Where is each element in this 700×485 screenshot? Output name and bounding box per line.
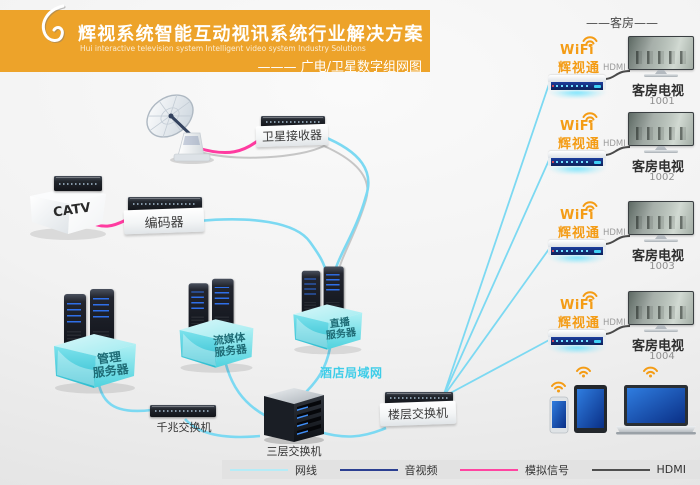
set-top-box <box>548 330 606 353</box>
cable-live-to-layer3 <box>305 347 332 393</box>
room-tv <box>628 291 694 332</box>
legend-bar: 网线 音视频 模拟信号 HDMI <box>222 460 700 479</box>
wifi-label: WiFi <box>560 298 595 313</box>
encoder-label: 编码器 <box>123 207 205 235</box>
legend-item-hdmi: HDMI <box>591 463 686 476</box>
cable-encoder-to-live <box>197 218 330 279</box>
wifi-label: WiFi <box>560 208 595 223</box>
legend-line-network <box>230 468 288 471</box>
legend-label: 网线 <box>295 463 317 477</box>
rooms-header: ——客房—— <box>586 16 659 30</box>
tagline: ——— 广电/卫星数字组网图 <box>257 60 422 75</box>
cable-gray-dish-to-live <box>199 144 369 277</box>
legend-label: HDMI <box>656 463 686 476</box>
set-top-box <box>548 151 606 174</box>
room-tv-label: 客房电视 <box>632 160 685 175</box>
legend-item-analog: 模拟信号 <box>460 462 569 478</box>
floor-switch-label: 楼层交换机 <box>379 400 457 427</box>
legend-line-analog <box>460 468 518 471</box>
page-title: 辉视系统智能互动视讯系统行业解决方案 <box>78 24 424 45</box>
legend-label: 模拟信号 <box>525 463 569 477</box>
legend-label: 音视频 <box>404 463 438 477</box>
room-tv <box>628 36 694 77</box>
wifi-icon <box>582 201 598 212</box>
hdmi-room3 <box>605 235 631 245</box>
cable-mgmt-to-gigabit <box>96 379 153 413</box>
satellite-dish <box>146 94 214 164</box>
wifi-icon <box>582 112 598 123</box>
stream-server: 流媒体 服务器 <box>176 276 257 373</box>
room-tv <box>628 201 694 242</box>
encoder-node: 编码器 <box>123 194 206 238</box>
room-unit-1004: WiFi 辉视通 HDMI 客房电视 1004 <box>548 289 696 367</box>
cable-floor-to-room1 <box>442 83 550 398</box>
hdmi-label: HDMI <box>603 63 626 73</box>
cable-layer3-to-floor <box>319 426 387 438</box>
room-tv-label: 客房电视 <box>632 84 685 99</box>
set-top-box <box>548 240 606 263</box>
gigabit-switch-label: 千兆交换机 <box>156 421 212 434</box>
room-tv-label: 客房电视 <box>632 249 685 264</box>
floor-switch: 楼层交换机 <box>379 388 458 432</box>
layer3-switch-label: 三层交换机 <box>266 445 322 458</box>
live-server: 直播 服务器 <box>290 264 366 355</box>
cable-gigabit-to-layer3 <box>184 418 261 439</box>
legend-item-network: 网线 <box>230 462 317 478</box>
wifi-icon <box>582 36 598 47</box>
hdmi-label: HDMI <box>603 139 626 149</box>
hdmi-room1 <box>605 70 631 80</box>
cable-receiver-to-live <box>321 134 370 275</box>
room-unit-1002: WiFi 辉视通 HDMI 客房电视 1002 <box>548 110 696 188</box>
room-number: 1001 <box>649 96 675 107</box>
room-number: 1004 <box>649 351 675 362</box>
cable-dish-to-receiver <box>197 137 261 155</box>
stb-name: 辉视通 <box>558 226 601 241</box>
layer3-switch: 三层交换机 <box>258 386 330 458</box>
room-tv-label: 客房电视 <box>632 339 685 354</box>
hotel-lan-label: 酒店局域网 <box>320 366 383 380</box>
paperclip-icon <box>41 4 66 43</box>
gigabit-switch: 千兆交换机 <box>148 399 220 435</box>
cable-floor-to-room2 <box>442 159 550 398</box>
stb-name: 辉视通 <box>558 61 601 76</box>
mobile-devices <box>549 366 696 435</box>
satellite-receiver: 卫星接收器 <box>255 112 330 148</box>
cable-floor-to-room4 <box>442 338 552 398</box>
stb-name: 辉视通 <box>558 316 601 331</box>
stb-name: 辉视通 <box>558 137 601 152</box>
legend-line-hdmi <box>591 468 650 471</box>
hdmi-label: HDMI <box>603 228 626 238</box>
wifi-label: WiFi <box>560 119 595 134</box>
hdmi-room2 <box>605 146 631 156</box>
room-number: 1002 <box>649 172 675 183</box>
hdmi-label: HDMI <box>603 318 626 328</box>
room-tv <box>628 112 694 153</box>
wifi-label: WiFi <box>560 43 595 58</box>
cable-floor-to-room3 <box>442 248 550 398</box>
hdmi-room4 <box>605 325 631 335</box>
room-unit-1001: WiFi 辉视通 HDMI 客房电视 1001 <box>548 34 696 112</box>
catv-node: CATV <box>26 170 112 244</box>
room-number: 1003 <box>649 261 675 272</box>
title-banner: 辉视系统智能互动视讯系统行业解决方案 Hui interactive telev… <box>0 4 430 75</box>
room-unit-1003: WiFi 辉视通 HDMI 客房电视 1003 <box>548 199 696 277</box>
page-subtitle: Hui interactive television system Intell… <box>80 44 366 53</box>
set-top-box <box>548 75 606 98</box>
wifi-icon <box>582 291 598 302</box>
satellite-receiver-label: 卫星接收器 <box>255 123 329 148</box>
mgmt-server: 管理 服务器 <box>50 286 140 394</box>
legend-item-av: 音视频 <box>339 462 438 478</box>
legend-line-av <box>339 468 398 471</box>
